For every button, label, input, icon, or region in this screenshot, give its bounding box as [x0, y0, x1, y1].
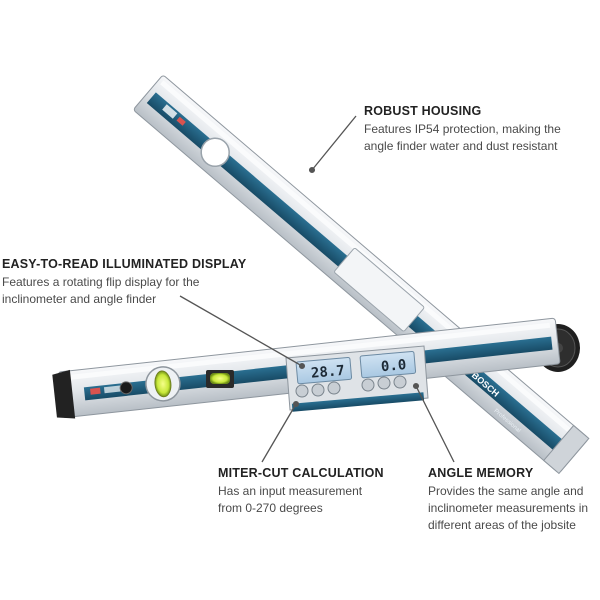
- callout-robust-housing: ROBUST HOUSING Features IP54 protection,…: [364, 104, 594, 155]
- display-buttons[interactable]: [295, 375, 407, 398]
- callout-title: MITER-CUT CALCULATION: [218, 466, 384, 480]
- button-2[interactable]: [311, 383, 325, 397]
- leader-housing: [311, 115, 357, 171]
- callout-description: Has an input measurement from 0-270 degr…: [218, 484, 363, 515]
- callout-description: Features a rotating flip display for the…: [2, 275, 200, 306]
- button-3[interactable]: [327, 381, 341, 395]
- callout-miter-cut: MITER-CUT CALCULATION Has an input measu…: [218, 466, 388, 517]
- button-1[interactable]: [295, 384, 309, 398]
- callout-description: Provides the same angle and inclinometer…: [428, 484, 589, 532]
- leader-miter: [261, 403, 297, 463]
- callout-description: Features IP54 protection, making the ang…: [364, 122, 561, 153]
- leader-lines: [179, 115, 455, 463]
- display-left-lcd: 28.7: [295, 356, 353, 385]
- callout-title: EASY-TO-READ ILLUMINATED DISPLAY: [2, 257, 247, 271]
- leader-display: [179, 295, 303, 367]
- callout-angle-memory: ANGLE MEMORY Provides the same angle and…: [428, 466, 600, 534]
- callout-title: ANGLE MEMORY: [428, 466, 534, 480]
- display-right-value: 0.0: [380, 357, 407, 375]
- callout-title: ROBUST HOUSING: [364, 104, 482, 118]
- button-4[interactable]: [361, 378, 375, 392]
- leader-memory: [415, 385, 455, 463]
- button-6[interactable]: [393, 375, 407, 389]
- bubble-level: [206, 370, 234, 388]
- display-unit: 28.7 0.0: [285, 345, 429, 412]
- display-right-lcd: 0.0: [359, 350, 417, 379]
- display-left-value: 28.7: [310, 363, 345, 382]
- callout-illuminated-display: EASY-TO-READ ILLUMINATED DISPLAY Feature…: [2, 257, 252, 308]
- button-5[interactable]: [377, 376, 391, 390]
